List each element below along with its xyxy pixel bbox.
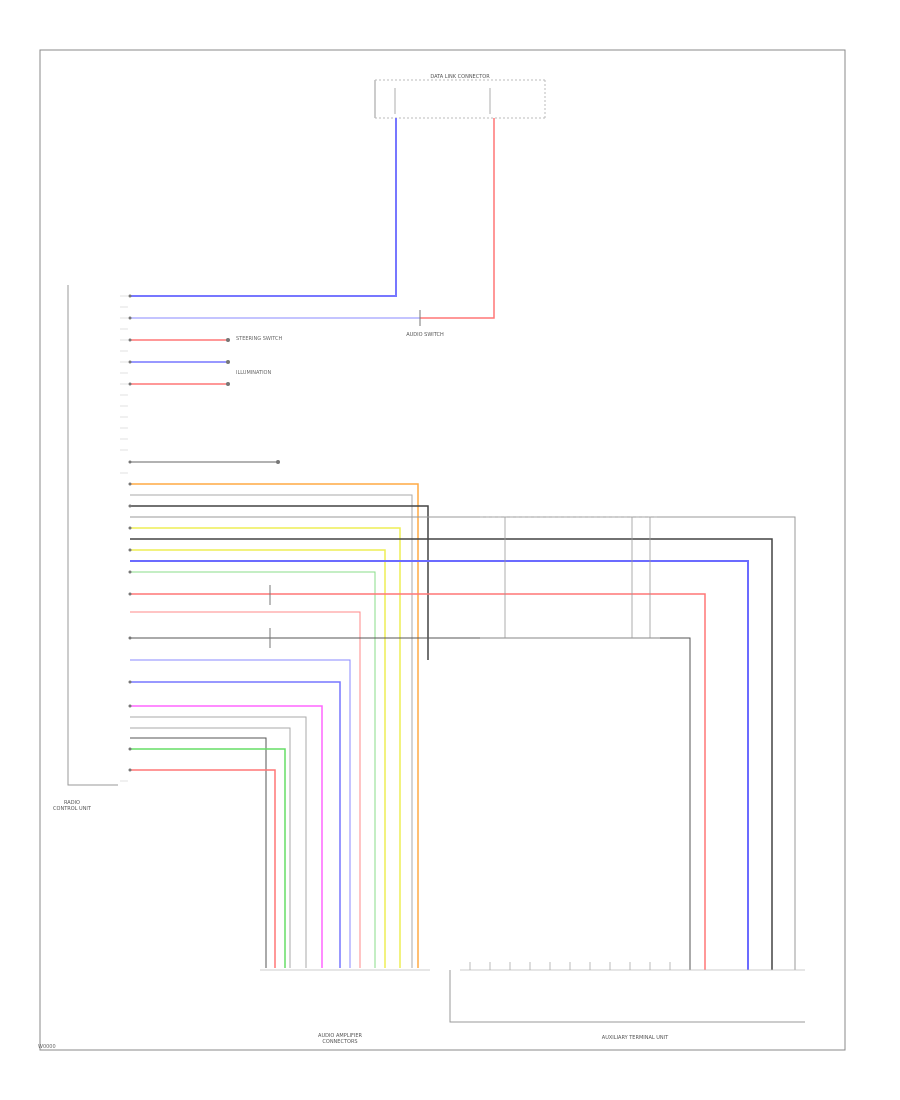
label-amp-connectors: AUDIO AMPLIFIER CONNECTORS [318,1033,362,1045]
wire-yellow-2 [130,549,386,968]
wire-red-top [420,118,495,319]
junction-markers [128,294,280,772]
wire-blue-top [130,118,397,297]
wire-red-2 [130,611,361,968]
label-corner-code: W0000 [38,1044,56,1050]
wire-red-bottom [130,769,276,968]
diagram-frame [39,49,846,1051]
wire-red-long [130,593,706,970]
wire-black-2 [130,538,773,970]
wire-blue-long [130,560,749,970]
label-aux-terminal: AUXILIARY TERMINAL UNIT [601,1035,669,1041]
wire-yellow-1 [130,527,401,968]
label-illumination: ILLUMINATION [236,370,272,376]
aux-terminal-bracket [449,970,805,1023]
label-steering-switch: STEERING SWITCH [236,336,283,342]
left-module-bracket [67,285,118,786]
wire-green-2 [130,748,286,968]
label-top-box: DATA LINK CONNECTOR [430,74,490,80]
wire-green-1 [130,571,376,968]
inline-connectors [269,310,421,648]
wire-gray-1 [130,494,413,968]
top-connector-box [374,79,546,119]
wire-blue-3 [130,659,351,968]
label-left-module: RADIO CONTROL UNIT [53,800,91,812]
wire-gray-3 [130,727,291,968]
pin-ticks [120,295,128,782]
wire-orange [130,483,419,968]
wire-black-3 [130,637,691,970]
wire-gray-right [130,516,796,970]
wire-black-4 [130,737,267,968]
bottom-pins [469,962,671,970]
wire-pink [130,705,323,968]
wire-gray-2 [130,716,307,968]
wire-blue-4 [130,681,341,968]
label-audio-switch: AUDIO SWITCH [406,332,444,338]
wire-black-long [130,505,429,660]
